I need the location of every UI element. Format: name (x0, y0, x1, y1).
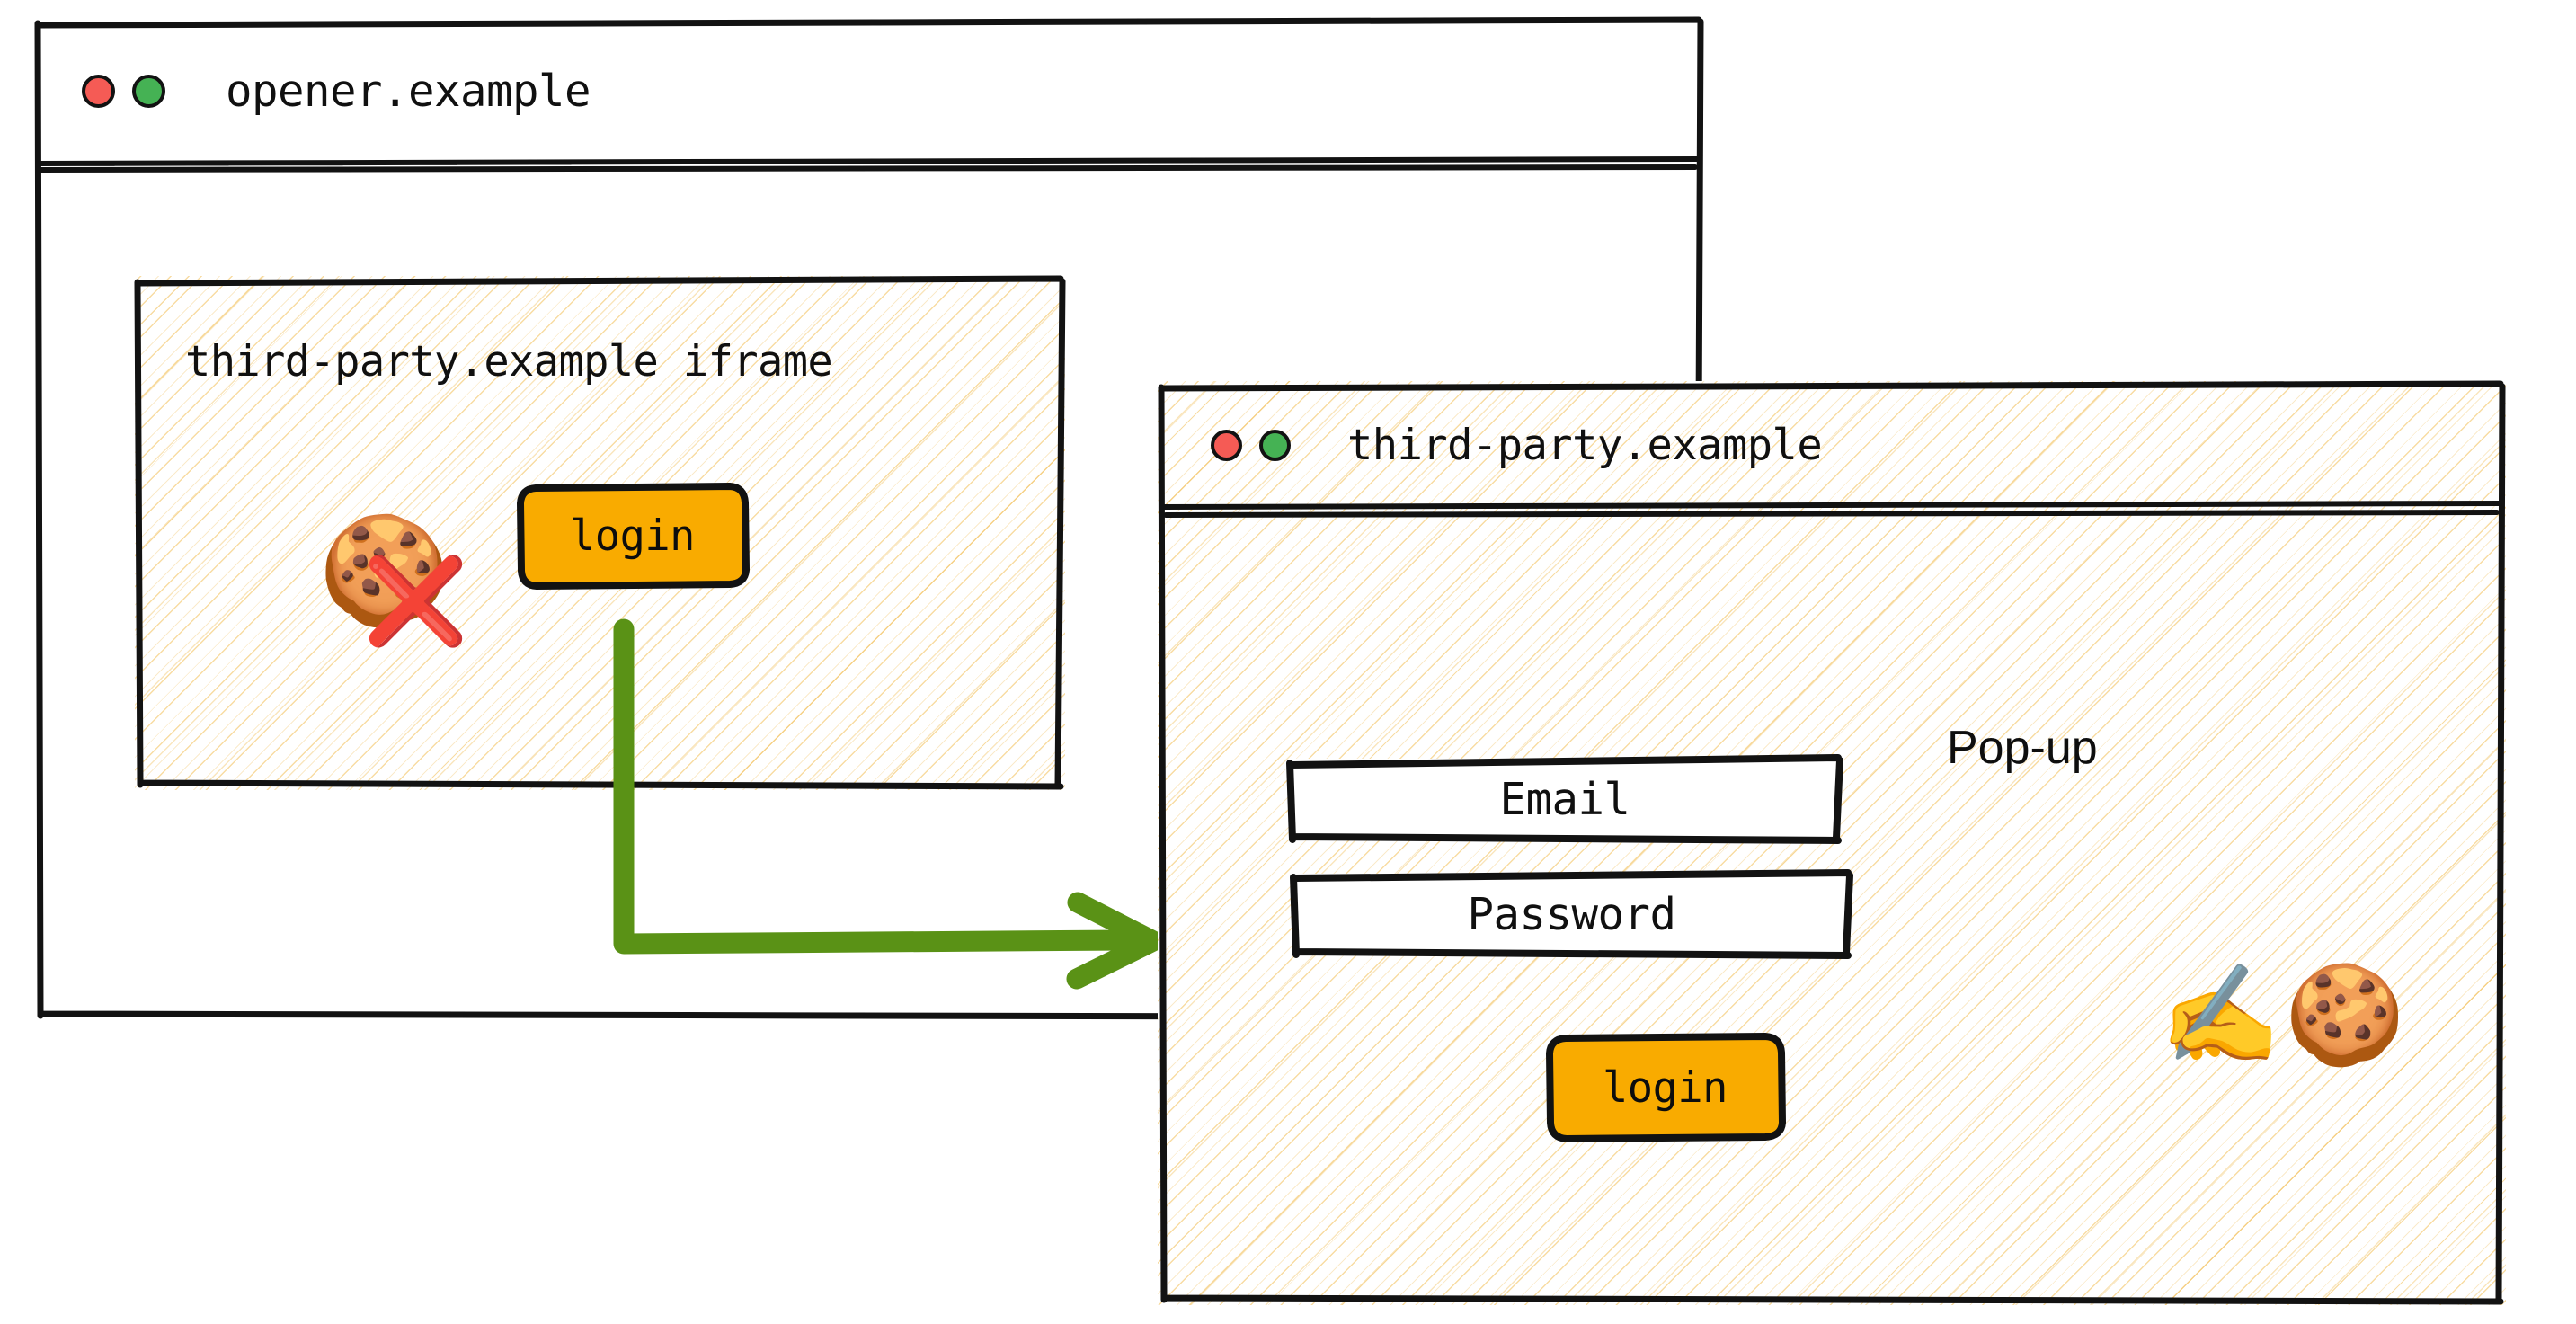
popup-titlebar: third-party.example (1158, 381, 2506, 510)
email-field-label: Email (1499, 773, 1630, 825)
maximize-icon[interactable] (132, 75, 165, 108)
iframe-login-button[interactable]: login (517, 483, 750, 590)
maximize-icon[interactable] (1259, 430, 1291, 461)
writing-hand-icon: ✍️ (2160, 959, 2281, 1071)
popup-login-button-label: login (1603, 1062, 1728, 1113)
opener-titlebar: opener.example (34, 16, 1704, 166)
popup-window: third-party.example Email Password (1158, 380, 2506, 1305)
third-party-iframe: third-party.example iframe 🍪 ❌ login (134, 275, 1066, 790)
popup-window-title: third-party.example (1347, 421, 1823, 470)
iframe-title: third-party.example iframe (185, 337, 833, 387)
email-field[interactable]: Email (1286, 754, 1843, 844)
popup-window-frame (1158, 380, 2506, 1305)
close-icon[interactable] (1211, 430, 1242, 461)
password-field-label: Password (1467, 888, 1676, 940)
cross-mark-icon: ❌ (363, 553, 469, 651)
password-field[interactable]: Password (1290, 869, 1853, 959)
opener-window-title: opener.example (226, 66, 591, 117)
popup-annotation-label: Pop-up (1947, 722, 2098, 774)
popup-window-body: Email Password login Pop-up (1158, 510, 2506, 1305)
iframe-border (134, 275, 1066, 790)
blocked-cookie-group: 🍪 ❌ (318, 517, 489, 661)
cookie-icon: 🍪 (2284, 959, 2405, 1071)
cookie-icon: 🍪 (318, 508, 450, 632)
opener-window-body: third-party.example iframe 🍪 ❌ login (34, 166, 1704, 1021)
close-icon[interactable] (82, 75, 115, 108)
iframe-login-button-label: login (570, 511, 695, 561)
popup-login-button[interactable]: login (1546, 1033, 1786, 1142)
signing-cookie-group: ✍️ 🍪 (2160, 967, 2405, 1064)
